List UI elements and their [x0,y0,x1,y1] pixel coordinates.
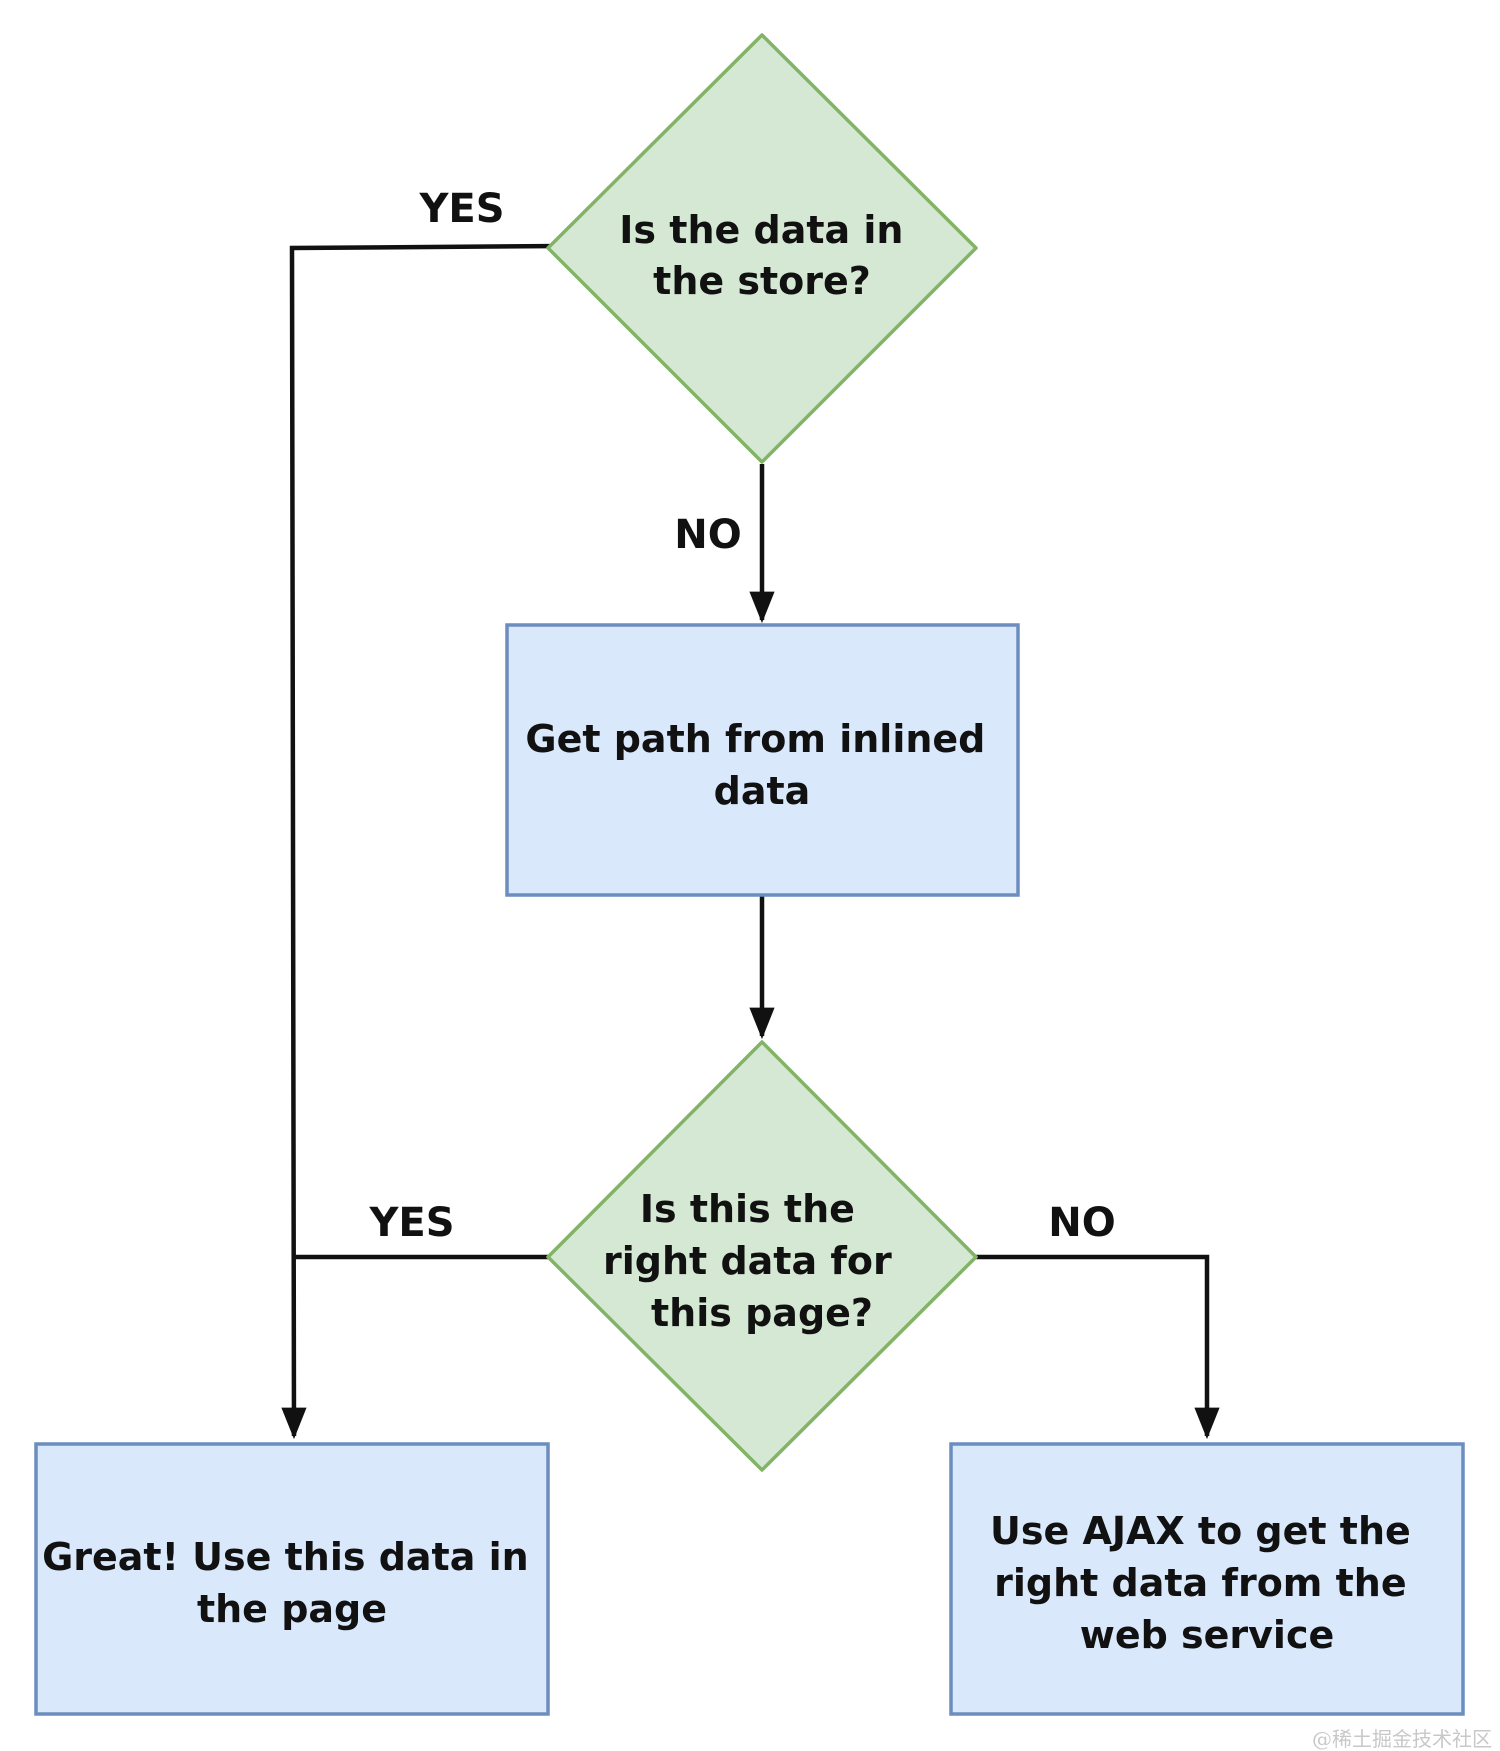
process-use-ajax-label: Use AJAX to get the right data from the … [990,1509,1424,1657]
process-use-data: Great! Use this data in the page [34,1442,550,1716]
decision-right-data-check: Is this the right data for this page? [546,1040,978,1472]
decision-right-data-check-label: Is this the right data for this page? [603,1187,905,1335]
edge-right-yes: YES [292,1200,550,1260]
decision-store-check-label: Is the data in the store? [619,208,916,303]
process-use-ajax: Use AJAX to get the right data from the … [949,1442,1465,1716]
edge-right-no: NO [976,1200,1220,1440]
process-get-path: Get path from inlined data [505,623,1020,897]
edge-store-no: NO [674,464,775,624]
edge-label-store-yes: YES [418,186,504,232]
decision-store-check: Is the data in the store? [546,33,978,464]
edge-label-store-no: NO [674,512,741,558]
edge-label-right-yes: YES [368,1200,454,1246]
edge-store-yes: YES [281,186,563,1440]
process-get-path-label: Get path from inlined data [525,717,998,813]
edge-label-right-no: NO [1048,1200,1115,1246]
process-use-data-label: Great! Use this data in the page [42,1535,542,1631]
watermark-text: @稀土掘金技术社区 [1312,1727,1492,1751]
